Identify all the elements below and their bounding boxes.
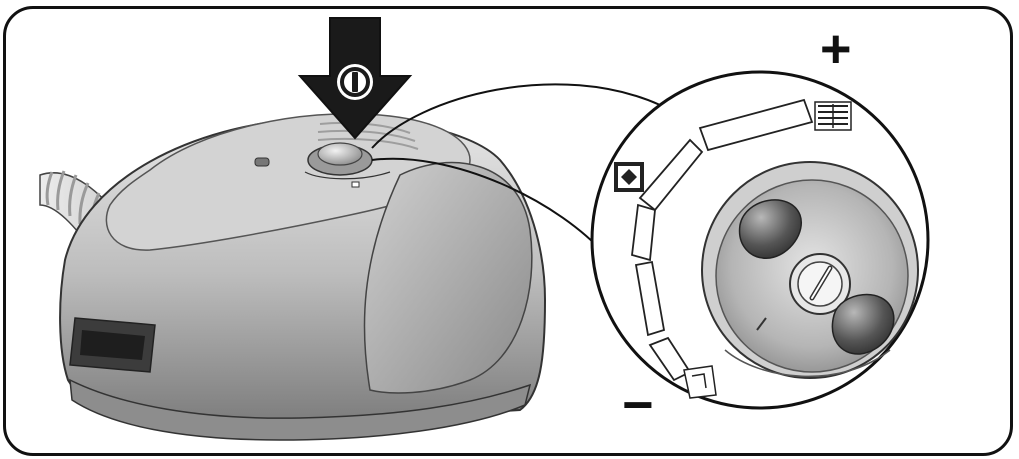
min-power-label: − [622,375,654,435]
dial-magnifier [590,70,930,410]
dial-grip-top[interactable] [738,199,802,259]
callout-lines [371,83,661,261]
suction-scale [631,98,814,382]
down-arrow-icon [297,17,413,140]
carpet-icon [814,101,852,131]
dial-pointer-mark [756,317,767,331]
dial-grip-bottom[interactable] [831,294,895,355]
upholstery-icon [614,162,644,192]
vacuum-cleaner-body [59,112,547,441]
max-power-label: + [820,19,852,79]
dial-center-screw [789,253,851,315]
curtain-icon [683,365,717,399]
power-button-icon [337,64,373,100]
